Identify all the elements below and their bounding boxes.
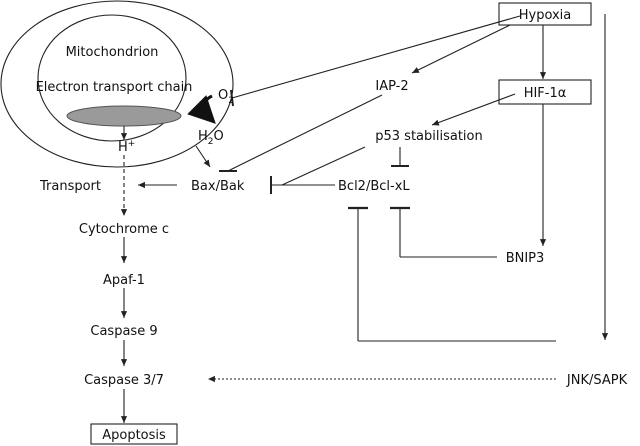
hif1a-label: HIF-1α — [524, 86, 567, 101]
hypoxia-label: Hypoxia — [519, 8, 572, 23]
cytochrome-c-label: Cytochrome c — [79, 222, 169, 237]
jnk-sapk-label: JNK/SAPK — [566, 373, 628, 388]
p53-to-baxbak-line — [281, 146, 366, 186]
iap2-inhibit-baxbak-line — [227, 94, 383, 172]
mitochondrion-outer-membrane — [0, 0, 234, 168]
o2-inhibition-bar — [230, 89, 234, 107]
electron-transport-chain-shape — [66, 105, 182, 127]
mitochondrion-inner-membrane — [37, 14, 187, 142]
connectors — [120, 14, 609, 423]
caspase37-label: Caspase 3/7 — [84, 373, 164, 388]
hypoxia-to-iap2-arrow — [411, 24, 511, 74]
apoptosis-box — [90, 423, 178, 445]
o2-label: O2 — [218, 88, 234, 106]
iap2-label: IAP-2 — [375, 79, 408, 94]
hplus-label: H+ — [118, 139, 135, 155]
o2-to-h2o-arrow — [187, 94, 216, 124]
hif1a-box — [498, 79, 592, 105]
h2o-label: H2O — [198, 129, 224, 147]
p53-label: p53 stabilisation — [375, 129, 483, 144]
mitochondrion-label: Mitochondrion — [66, 45, 159, 60]
h2o-to-baxbak-arrow — [195, 145, 211, 168]
hypoxia-to-o2-inhibition — [231, 15, 521, 99]
bcl2-label: Bcl2/Bcl-xL — [338, 179, 410, 194]
etc-label: Electron transport chain — [36, 80, 193, 95]
bnip3-label: BNIP3 — [506, 251, 545, 266]
caspase9-label: Caspase 9 — [90, 324, 157, 339]
hypoxia-box — [498, 2, 592, 26]
apaf1-label: Apaf-1 — [103, 273, 145, 288]
baxbak-label: Bax/Bak — [191, 179, 245, 194]
transport-label: Transport — [39, 179, 101, 194]
apoptosis-label: Apoptosis — [102, 428, 166, 443]
hif1a-to-p53-arrow — [431, 93, 516, 126]
